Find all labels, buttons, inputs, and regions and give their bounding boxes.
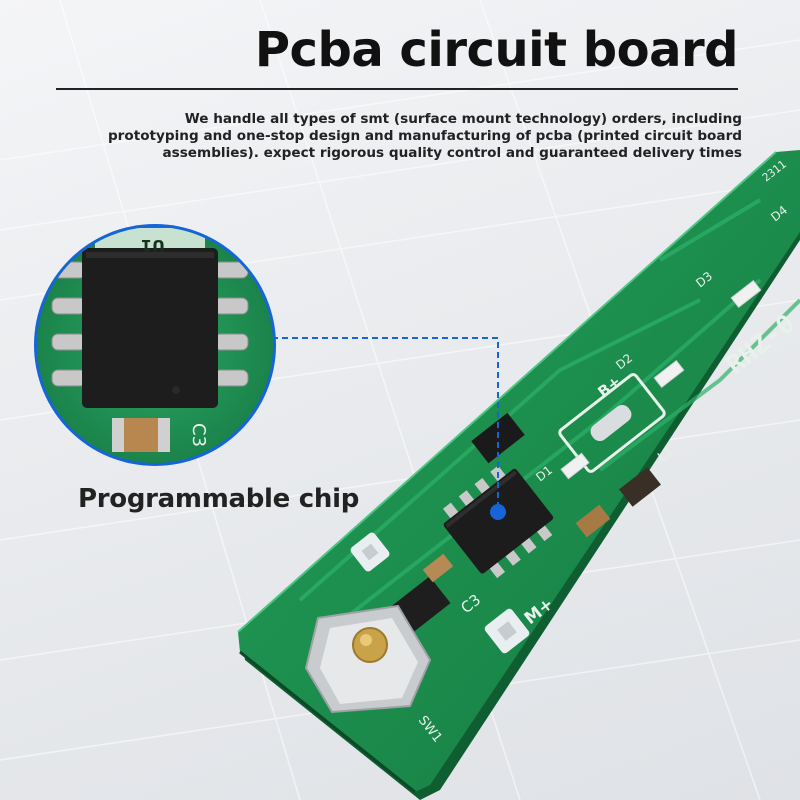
programmable-chip — [442, 465, 554, 579]
pcb-board: RHZ-0 2311 B+ M+ L1 D1 D2 D3 D4 C3 SW1 — [237, 150, 800, 800]
page-title: Pcba circuit board — [254, 22, 739, 78]
callout-connector — [272, 337, 506, 520]
description-text: We handle all types of smt (surface moun… — [107, 111, 742, 161]
zoom-magnifier: C3 U1 — [34, 224, 276, 466]
title-divider — [56, 88, 738, 90]
callout-label: Programmable chip — [78, 484, 360, 514]
callout-dot — [490, 504, 506, 520]
zoom-label-c3: C3 — [188, 423, 209, 447]
zoom-label-u1: U1 — [141, 236, 165, 255]
tactile-switch — [304, 604, 432, 714]
